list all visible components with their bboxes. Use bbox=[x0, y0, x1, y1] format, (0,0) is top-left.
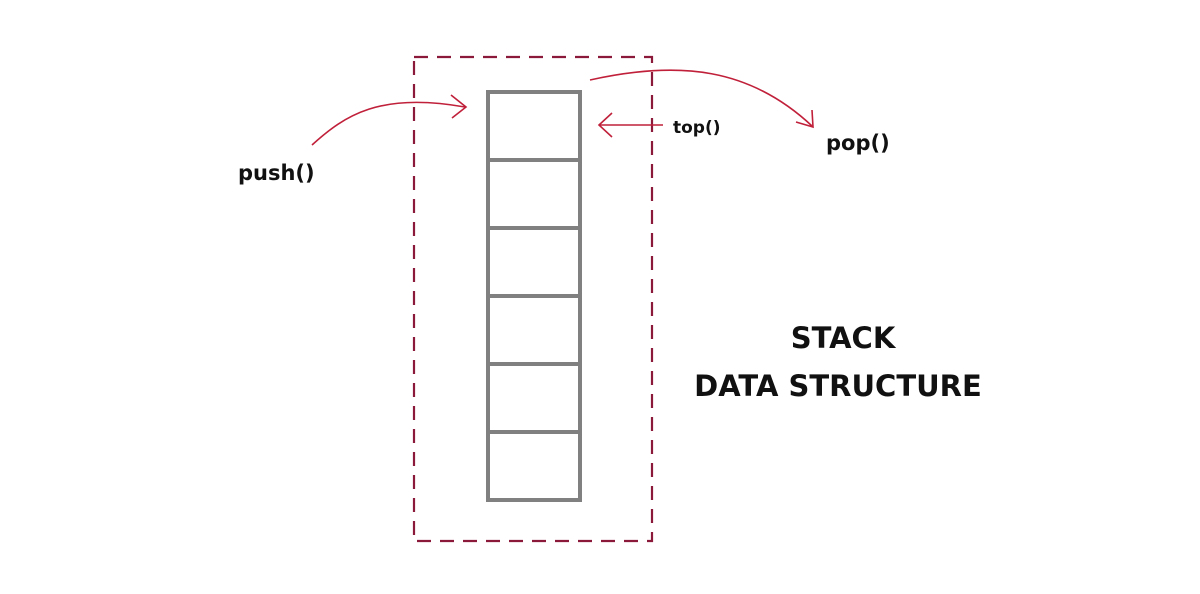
stack-slot bbox=[486, 294, 582, 366]
top-label: top() bbox=[673, 118, 721, 138]
stack-slot bbox=[486, 362, 582, 434]
pop-label: pop() bbox=[826, 131, 890, 155]
stack-slot bbox=[486, 430, 582, 502]
stack-column bbox=[486, 90, 582, 502]
push-label: push() bbox=[238, 161, 315, 185]
stack-slot bbox=[486, 90, 582, 162]
stack-slot bbox=[486, 158, 582, 230]
stack-slot bbox=[486, 226, 582, 298]
push-arrow bbox=[311, 94, 468, 146]
pop-arrow bbox=[589, 69, 814, 129]
dashed-container bbox=[412, 55, 654, 543]
top-arrow bbox=[597, 112, 663, 138]
title-line-1: STACK bbox=[791, 321, 897, 355]
title-line-2: DATA STRUCTURE bbox=[694, 369, 982, 403]
